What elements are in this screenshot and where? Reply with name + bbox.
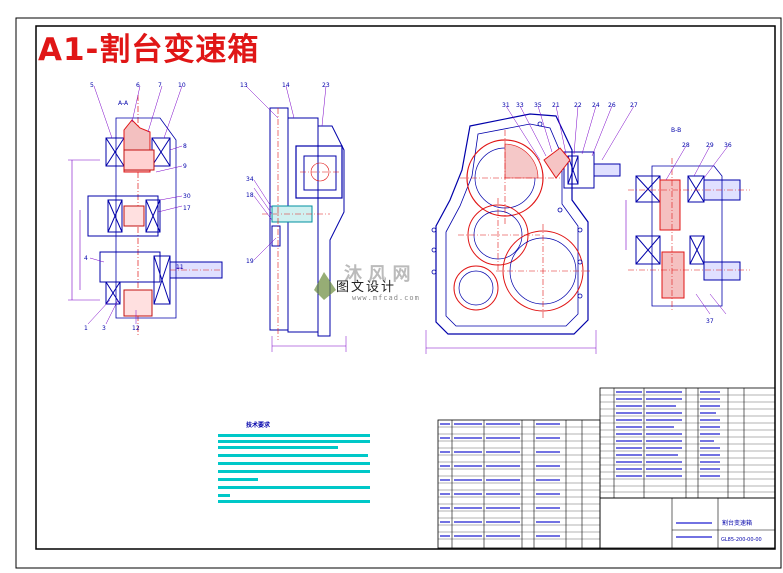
part-callout: 5 [90,82,94,89]
title-block-code: GL85-200-00-00 [721,537,762,543]
part-callout: 11 [176,264,184,271]
part-callout: 4 [84,255,88,262]
part-callout: 17 [183,205,191,212]
watermark-text: 图文设计 [336,280,397,295]
part-callout: 8 [183,143,187,150]
watermark-subtext: www.mfcad.com [352,294,420,302]
tech-requirements-title: 技术要求 [246,422,271,429]
part-callout: 10 [178,82,186,89]
parts-list-text-strokes [440,391,720,538]
part-callout: 13 [240,82,248,89]
section-a-label: A-A [118,100,129,107]
section-a-a-view [68,85,223,335]
part-callout: 27 [630,102,638,109]
section-b-b-view [625,145,750,315]
part-callout: 3 [102,325,106,332]
parts-list-rows [438,394,775,540]
technical-requirements [218,434,370,503]
drawing-title: A1-割台变速箱 [38,32,260,68]
part-callout: 26 [608,102,616,109]
part-callout: 23 [322,82,330,89]
part-callout: 22 [574,102,582,109]
watermark-logo: 沐 风 网 [314,263,411,300]
part-callout: 9 [183,163,187,170]
part-callout: 14 [282,82,290,89]
part-callout: 34 [246,176,254,183]
part-callout: 29 [706,142,714,149]
section-b-label: B-B [671,127,682,134]
part-callout: 35 [534,102,542,109]
svg-text:沐 风 网: 沐 风 网 [344,263,411,285]
outer-frame [15,17,782,569]
inner-frame [35,25,776,550]
side-view [245,85,347,352]
part-callout: 12 [132,325,140,332]
part-callout: 1 [84,325,88,332]
part-callout: 31 [502,102,510,109]
part-callout: 37 [706,318,714,325]
part-callout: 7 [158,82,162,89]
front-view [425,105,635,354]
part-callout: 24 [592,102,600,109]
part-callout: 33 [516,102,524,109]
part-callout: 28 [682,142,690,149]
part-callout: 19 [246,258,254,265]
part-callout: 30 [183,193,191,200]
part-callout: 36 [724,142,732,149]
part-callout: 18 [246,192,254,199]
part-callout: 21 [552,102,560,109]
parts-list [437,387,776,549]
part-callout: 6 [136,82,140,89]
title-block-name: 割台变速箱 [722,520,753,527]
